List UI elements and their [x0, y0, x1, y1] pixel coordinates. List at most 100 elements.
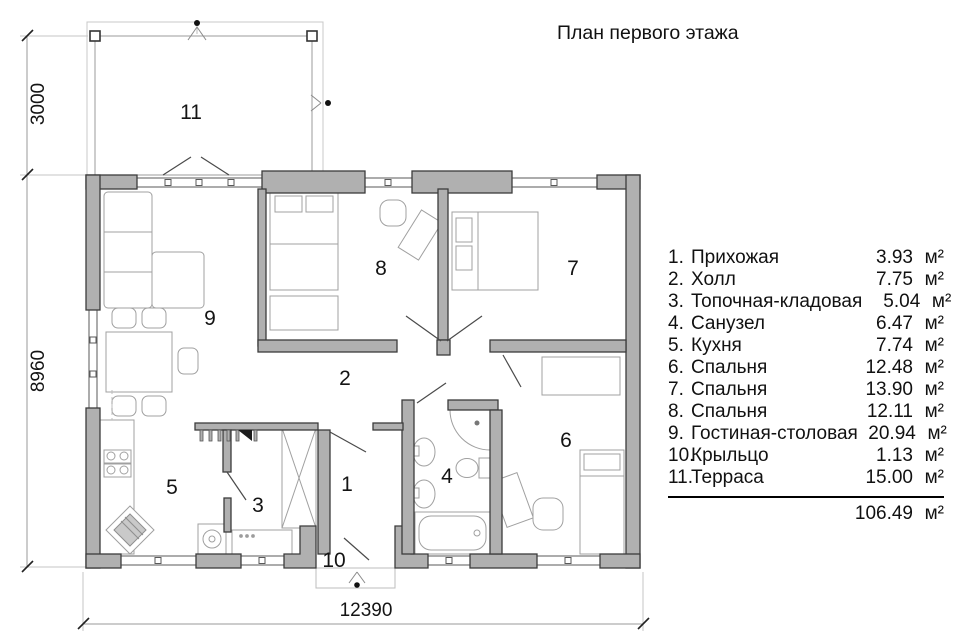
- legend-row-unit: м²: [924, 247, 944, 268]
- legend-total-rule: [668, 496, 944, 498]
- legend-row-num: 9.: [668, 423, 684, 444]
- terrace-post: [306, 30, 318, 42]
- legend-row-unit: м²: [924, 401, 944, 422]
- legend-row-num: 7.: [668, 379, 684, 400]
- legend-row-num: 11.: [668, 467, 694, 488]
- legend-row-area: 1.13: [876, 445, 913, 466]
- legend-row-area: 7.75: [876, 269, 913, 290]
- legend-row: 2. Холл 7.75 м²: [668, 269, 944, 291]
- bed-room6: [579, 449, 625, 555]
- legend-row-unit: м²: [924, 269, 944, 290]
- room-label-6: 6: [560, 429, 572, 452]
- room-label-1: 1: [341, 473, 353, 496]
- room-label-8: 8: [375, 257, 387, 280]
- legend-row-unit: м²: [924, 379, 944, 400]
- shower: [449, 409, 491, 451]
- dresser-room6: [541, 356, 621, 396]
- room-label-4: 4: [441, 465, 453, 488]
- legend-row-unit: м²: [924, 335, 944, 356]
- legend-row-name: Кухня: [691, 335, 742, 356]
- walls: [85, 170, 641, 569]
- legend-row-name: Спальня: [691, 357, 768, 378]
- legend-row-num: 6.: [668, 357, 684, 378]
- legend-row-num: 4.: [668, 313, 684, 334]
- room-label-11: 11: [180, 101, 202, 124]
- legend-row-num: 10.: [668, 445, 695, 466]
- dim-house-width: 12390: [340, 600, 393, 621]
- desk-room8: [379, 199, 443, 261]
- bathtub: [414, 511, 491, 555]
- legend-row-name: Крыльцо: [691, 445, 769, 466]
- legend-row-area: 6.47: [876, 313, 913, 334]
- legend-row: 10.Крыльцо 1.13 м²: [668, 445, 944, 467]
- dining-table: [105, 307, 199, 417]
- legend-row-unit: м²: [924, 357, 944, 378]
- dim-house-depth: 8960: [28, 350, 49, 392]
- legend-row-area: 12.48: [865, 357, 913, 378]
- legend-row-num: 8.: [668, 401, 684, 422]
- room-label-2: 2: [339, 367, 351, 390]
- legend-row: 6. Спальня 12.48 м²: [668, 357, 944, 379]
- legend-row-name: Гостиная-столовая: [691, 423, 858, 444]
- furniture: [99, 191, 625, 557]
- legend-row-unit: м²: [927, 423, 947, 444]
- gutter-marker-right: [310, 94, 322, 112]
- legend-row-area: 20.94: [868, 423, 916, 444]
- legend-row-name: Терраса: [691, 467, 764, 488]
- legend-row: 1. Прихожая 3.93 м²: [668, 247, 944, 269]
- room-label-3: 3: [252, 494, 264, 517]
- legend-row-name: Санузел: [691, 313, 766, 334]
- legend-row-area: 5.04: [883, 291, 921, 312]
- room-label-10: 10: [322, 549, 345, 572]
- legend-row-name: Холл: [691, 269, 736, 290]
- legend-row-area: 15.00: [865, 467, 913, 488]
- dim-terrace-depth: 3000: [28, 83, 49, 125]
- legend-row-num: 3.: [668, 291, 684, 312]
- legend-row-num: 1.: [668, 247, 684, 268]
- dimension-labels: 3000 8960 12390: [28, 83, 392, 621]
- legend-row: 8. Спальня 12.11 м²: [668, 401, 944, 423]
- room-label-7: 7: [567, 257, 579, 280]
- wardrobe-x: [281, 427, 317, 529]
- legend-row-area: 7.74: [876, 335, 913, 356]
- legend-row-unit: м²: [924, 313, 944, 334]
- legend-row-area: 3.93: [876, 247, 913, 268]
- porch-steps: [315, 567, 396, 589]
- legend-row: 4. Санузел 6.47 м²: [668, 313, 944, 335]
- legend-row-num: 5.: [668, 335, 684, 356]
- toilet: [455, 457, 491, 479]
- wardrobe-teeth: [199, 429, 258, 442]
- page-title: План первого этажа: [557, 22, 739, 44]
- sink: [412, 437, 436, 509]
- storage-counter: [231, 529, 293, 557]
- bed-room7: [451, 211, 539, 291]
- legend-row: 9. Гостиная-столовая 20.94 м²: [668, 423, 947, 445]
- legend-row-name: Прихожая: [691, 247, 780, 268]
- room-label-5: 5: [166, 476, 178, 499]
- legend-total-area: 106.49: [854, 503, 913, 524]
- legend-row-area: 12.11: [866, 401, 913, 422]
- legend-row-num: 2.: [668, 269, 684, 290]
- room-label-9: 9: [204, 307, 216, 330]
- legend-row-name: Спальня: [691, 379, 768, 400]
- legend-row: 7. Спальня 13.90 м²: [668, 379, 944, 401]
- doors: [162, 156, 522, 561]
- windows: [88, 177, 600, 566]
- corner-stove: [105, 505, 155, 555]
- legend-row-name: Спальня: [691, 401, 768, 422]
- terrace-outline: [86, 20, 396, 589]
- gutter-marker: [187, 26, 207, 41]
- dimension-lines: [20, 29, 650, 631]
- legend-row-area: 13.90: [865, 379, 913, 400]
- sofa: [103, 191, 205, 309]
- legend-row: 5. Кухня 7.74 м²: [668, 335, 944, 357]
- washing-machine: [197, 523, 227, 555]
- legend-row-unit: м²: [931, 291, 952, 312]
- legend-row-unit: м²: [924, 445, 944, 466]
